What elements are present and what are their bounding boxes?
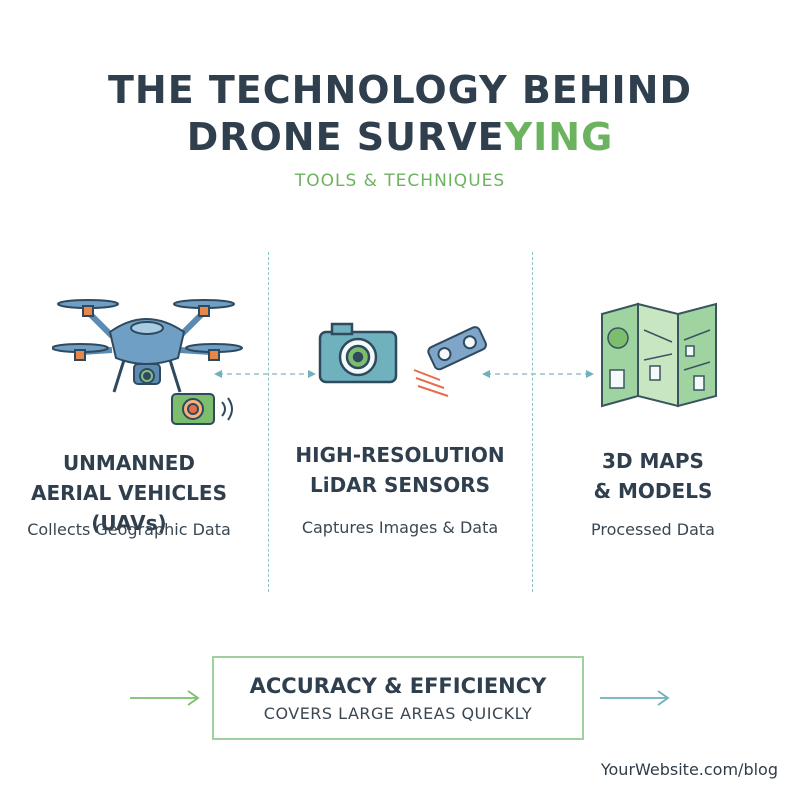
footer-website: YourWebsite.com/blog	[600, 760, 778, 779]
lidar-description: Captures Images & Data	[301, 518, 499, 537]
map-icon	[601, 302, 717, 408]
drone-icon	[52, 299, 243, 425]
divider-right	[532, 252, 533, 592]
connector-2-arrowhead-right	[586, 370, 594, 378]
connector-2-arrowhead-left	[482, 370, 490, 378]
page-title-line-1: THE TECHNOLOGY BEHIND	[107, 68, 693, 112]
connector-1-arrowhead-left	[214, 370, 222, 378]
uav-heading-line-2: AERIAL VEHICLES (UAVs)	[31, 481, 227, 535]
arrow-out-head	[657, 690, 670, 706]
uav-description: Collects Geographic Data	[27, 520, 231, 539]
page-title-line-2: DRONE SURVEYING	[0, 115, 800, 159]
title-accent: YING	[504, 115, 614, 159]
summary-box: ACCURACY & EFFICIENCY COVERS LARGE AREAS…	[212, 656, 584, 740]
title-main: DRONE SURVE	[186, 115, 505, 159]
arrow-in-head	[187, 690, 200, 706]
maps-heading-line-1: 3D MAPS	[602, 449, 704, 473]
maps-description: Processed Data	[591, 520, 715, 539]
summary-title: ACCURACY & EFFICIENCY	[249, 674, 547, 698]
lidar-heading-line-1: HIGH-RESOLUTION	[295, 443, 505, 467]
uav-heading-line-1: UNMANNED	[62, 451, 196, 475]
summary-subtitle: COVERS LARGE AREAS QUICKLY	[263, 704, 533, 723]
lidar-heading: HIGH-RESOLUTION LiDAR SENSORS	[285, 440, 515, 500]
maps-heading-line-2: & MODELS	[593, 479, 713, 503]
divider-left	[268, 252, 269, 592]
page-subtitle: TOOLS & TECHNIQUES	[294, 171, 506, 191]
maps-heading: 3D MAPS & MODELS	[548, 446, 758, 506]
camera-lidar-icon	[318, 322, 487, 397]
connector-1-arrowhead-right	[308, 370, 316, 378]
uav-heading: UNMANNED AERIAL VEHICLES (UAVs)	[14, 448, 244, 538]
lidar-heading-line-2: LiDAR SENSORS	[309, 473, 491, 497]
